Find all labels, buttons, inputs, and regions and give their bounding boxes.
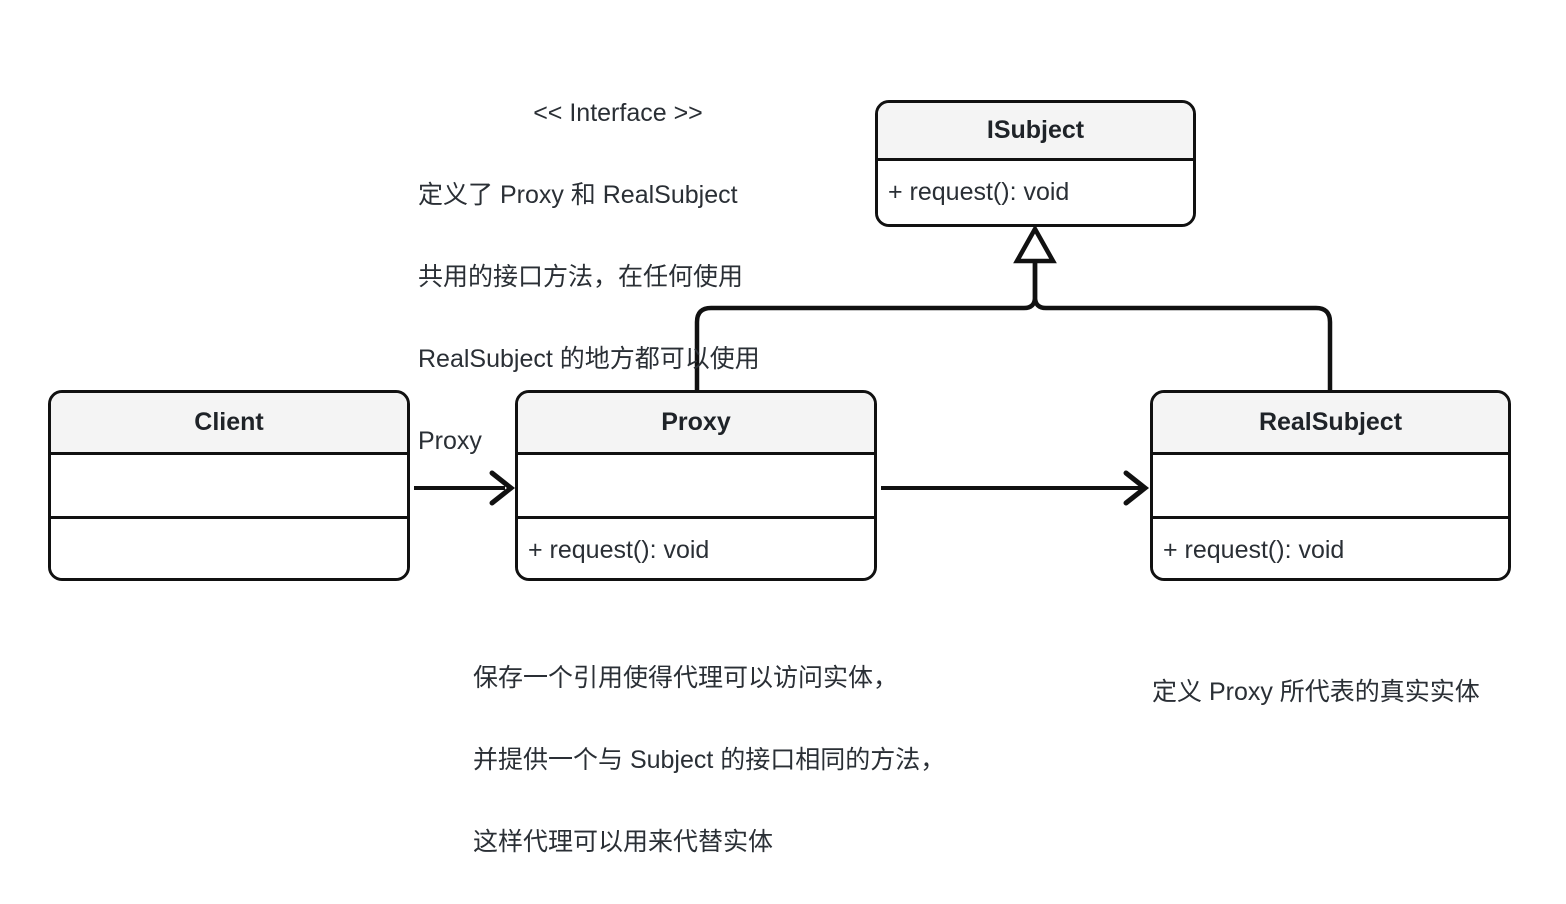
note-proxy-line-0: 保存一个引用使得代理可以访问实体， [473,664,899,692]
class-box-client[interactable]: Client [48,390,410,581]
note-interface-line-2: RealSubject 的地方都可以使用 [418,345,760,373]
note-interface-line-3: Proxy [418,427,482,455]
client-to-proxy-association [414,470,516,506]
note-interface-line-0: 定义了 Proxy 和 RealSubject [418,181,738,209]
class-member-realsubject-1: + request(): void [1153,519,1508,578]
inheritance-triangle-icon [1013,224,1057,264]
class-member-isubject-0: + request(): void [878,161,1193,224]
proxy-to-realsubject-association [881,470,1150,506]
note-proxy-line-1: 并提供一个与 Subject 的接口相同的方法， [473,746,946,774]
note-realsubject: 定义 Proxy 所代表的真实实体 [1152,631,1552,754]
class-member-client-0 [51,455,407,519]
note-proxy: 保存一个引用使得代理可以访问实体， 并提供一个与 Subject 的接口相同的方… [473,617,1033,904]
class-member-realsubject-0 [1153,455,1508,519]
note-interface-stereotype: << Interface >> [533,99,703,127]
class-name-isubject: ISubject [878,103,1193,161]
class-name-realsubject: RealSubject [1153,393,1508,455]
class-member-proxy-0 [518,455,874,519]
edge-layer [414,224,1333,506]
class-box-isubject[interactable]: ISubject + request(): void [875,100,1196,227]
class-name-proxy: Proxy [518,393,874,455]
note-interface-line-1: 共用的接口方法，在任何使用 [418,263,744,291]
note-realsubject-line-0: 定义 Proxy 所代表的真实实体 [1152,678,1480,706]
note-interface: << Interface >> 定义了 Proxy 和 RealSubject … [418,52,818,503]
class-member-client-1 [51,519,407,578]
diagram-canvas: ISubject + request(): void Client Proxy … [48,52,1552,856]
class-box-realsubject[interactable]: RealSubject + request(): void [1150,390,1511,581]
note-proxy-line-2: 这样代理可以用来代替实体 [473,828,774,856]
class-box-proxy[interactable]: Proxy + request(): void [515,390,877,581]
generalization-bracket [694,258,1333,390]
class-member-proxy-1: + request(): void [518,519,874,578]
class-name-client: Client [51,393,407,455]
